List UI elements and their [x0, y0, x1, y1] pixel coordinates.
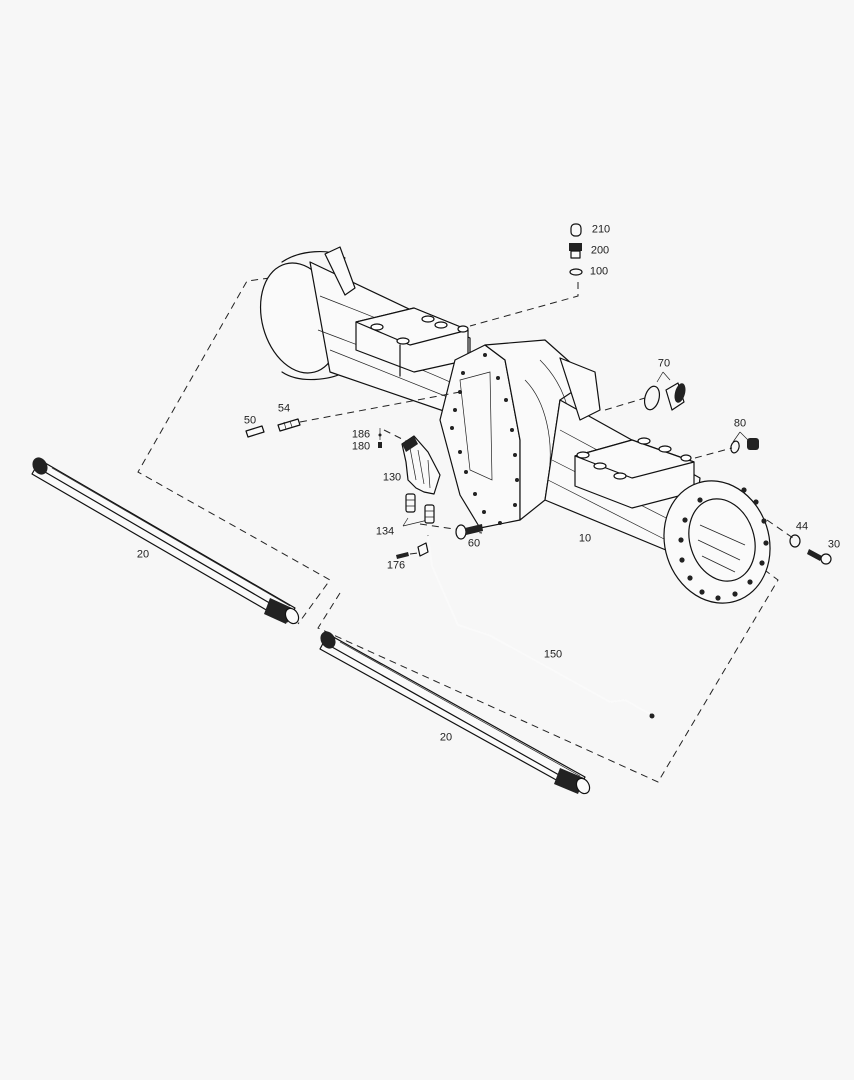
washer-part-186[interactable] [378, 433, 382, 437]
label-part-130[interactable]: 130 [382, 471, 402, 484]
pipe-part-150[interactable] [417, 535, 655, 719]
breather-part-200[interactable] [569, 243, 582, 259]
bracket-part-130[interactable] [401, 435, 441, 495]
plug-part-80[interactable] [730, 438, 759, 454]
label-part-176[interactable]: 176 [386, 559, 406, 572]
label-part-20-left[interactable]: 20 [136, 548, 150, 561]
label-part-10[interactable]: 10 [578, 532, 592, 545]
label-part-30[interactable]: 30 [827, 538, 841, 551]
axle-shaft-part-20-right[interactable] [317, 629, 592, 796]
label-part-210[interactable]: 210 [591, 223, 611, 236]
bushing-part-134b[interactable] [424, 504, 435, 524]
bolt-part-30[interactable] [807, 549, 832, 565]
axle-shaft-part-20-left[interactable] [29, 455, 301, 626]
screw-part-180[interactable] [378, 442, 382, 448]
axle-housing-part-10[interactable] [249, 246, 786, 617]
label-part-20-right[interactable]: 20 [439, 731, 453, 744]
label-part-150[interactable]: 150 [543, 648, 563, 661]
assembly-boundary-right [317, 567, 779, 783]
washer-part-44[interactable] [789, 534, 801, 548]
label-part-54[interactable]: 54 [277, 402, 291, 415]
label-part-180[interactable]: 180 [351, 440, 371, 453]
plug-part-70[interactable] [642, 382, 687, 411]
pin-part-50[interactable] [245, 425, 265, 438]
screw-part-176[interactable] [396, 552, 409, 559]
label-part-200[interactable]: 200 [590, 244, 610, 257]
o-ring-part-100[interactable] [569, 268, 583, 276]
bushing-part-134a[interactable] [405, 493, 416, 513]
assembly-boundary-left [137, 277, 331, 625]
bolt-part-60[interactable] [455, 524, 483, 540]
pin-part-54[interactable] [277, 418, 301, 432]
label-part-100[interactable]: 100 [589, 265, 609, 278]
label-part-80[interactable]: 80 [733, 417, 747, 430]
label-part-186[interactable]: 186 [351, 428, 371, 441]
cap-part-210[interactable] [570, 223, 582, 237]
label-part-70[interactable]: 70 [657, 357, 671, 370]
label-part-60[interactable]: 60 [467, 537, 481, 550]
label-part-134[interactable]: 134 [375, 525, 395, 538]
label-part-50[interactable]: 50 [243, 414, 257, 427]
label-part-44[interactable]: 44 [795, 520, 809, 533]
